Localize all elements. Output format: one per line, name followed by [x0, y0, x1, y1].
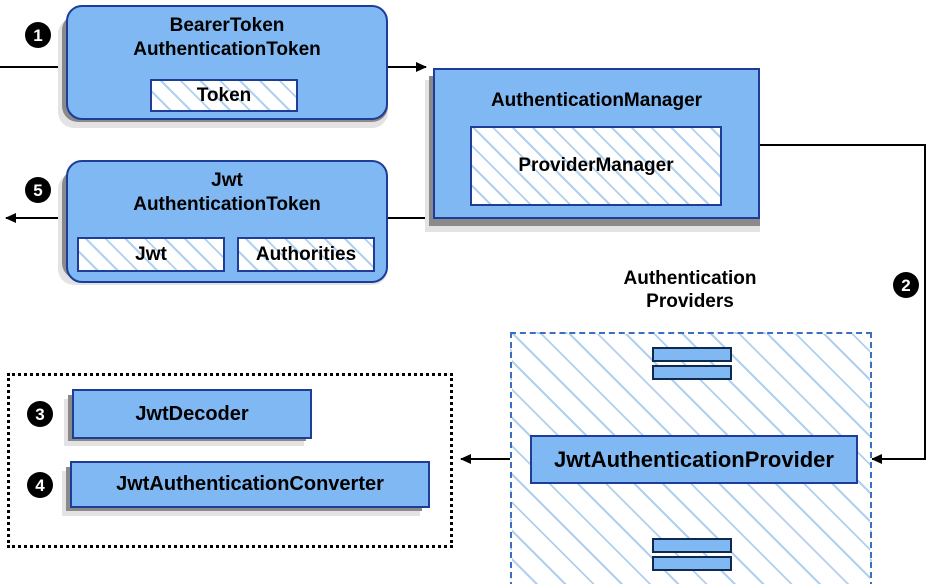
authentication-manager-title: AuthenticationManager [490, 90, 703, 111]
jwt-authentication-token-title: Jwt AuthenticationToken [133, 170, 321, 215]
jwt-decoder-box[interactable]: JwtDecoder [72, 389, 312, 439]
jwt-support-components-region [7, 373, 453, 548]
provider-manager-label: ProviderManager [518, 155, 674, 176]
authentication-providers-label: Authentication Providers [623, 268, 757, 312]
provider-stack-bar-bottom-1 [652, 538, 732, 553]
step-bullet-5: 5 [25, 177, 51, 203]
bearer-token-title: BearerToken AuthenticationToken [133, 15, 321, 60]
step-bullet-1: 1 [25, 22, 51, 48]
jwt-authentication-provider-box[interactable]: JwtAuthenticationProvider [530, 435, 858, 484]
jwt-authentication-converter-label: JwtAuthenticationConverter [116, 473, 384, 495]
step-bullet-2: 2 [893, 272, 919, 298]
token-field-label: Token [196, 84, 252, 106]
jwt-field-label: Jwt [135, 243, 167, 265]
step-bullet-3: 3 [27, 401, 53, 427]
provider-manager-box[interactable]: ProviderManager [470, 126, 722, 206]
step-bullet-4: 4 [27, 472, 53, 498]
jwt-decoder-label: JwtDecoder [135, 402, 249, 425]
authorities-field-label: Authorities [255, 243, 357, 265]
jwt-authentication-converter-box[interactable]: JwtAuthenticationConverter [70, 461, 430, 508]
jwt-field-box[interactable]: Jwt [77, 237, 225, 272]
authorities-field-box[interactable]: Authorities [237, 237, 375, 272]
token-field-box[interactable]: Token [150, 79, 298, 112]
provider-stack-bar-bottom-2 [652, 556, 732, 571]
provider-stack-bar-top-2 [652, 365, 732, 380]
provider-stack-bar-top-1 [652, 347, 732, 362]
jwt-authentication-provider-label: JwtAuthenticationProvider [554, 446, 834, 472]
